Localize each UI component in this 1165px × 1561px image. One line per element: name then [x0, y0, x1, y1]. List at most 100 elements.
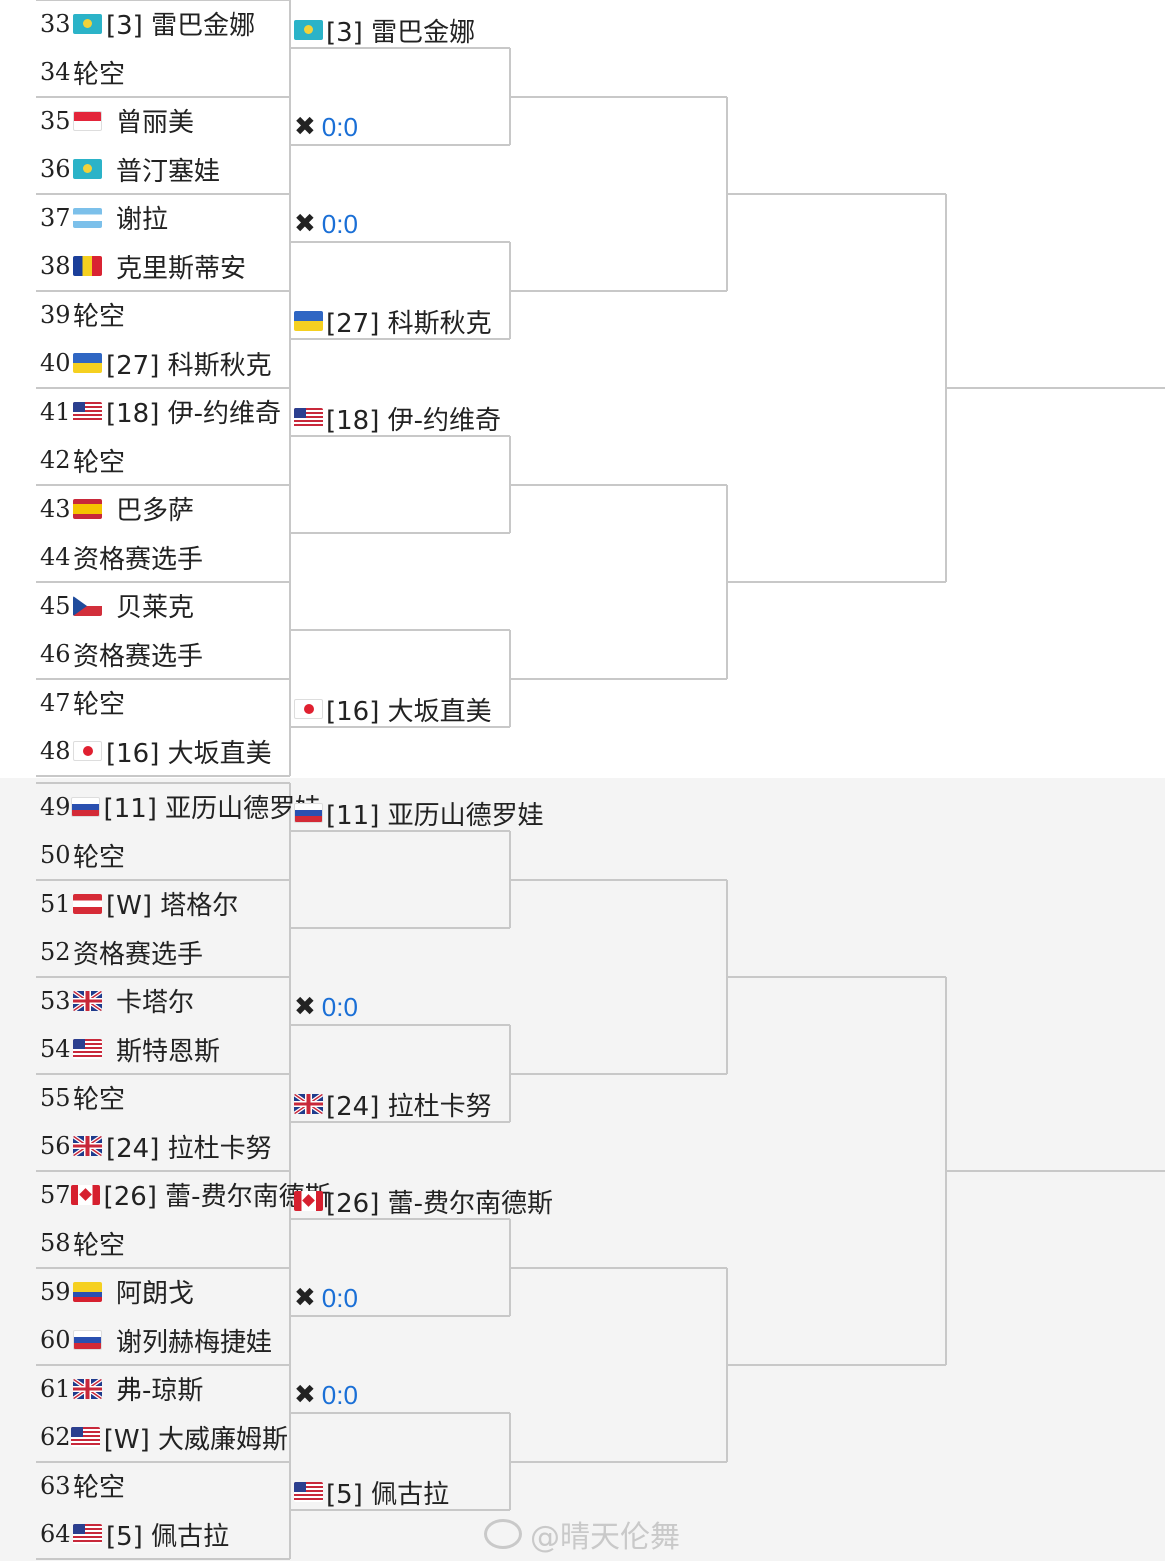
jp-flag-icon: [294, 699, 323, 719]
us-flag-icon: [294, 408, 323, 428]
player-name: [27] 科斯秋克: [326, 308, 492, 339]
draw-position-number: 56: [40, 1132, 71, 1160]
match-score: 0:0: [321, 208, 358, 239]
round2-pending-match[interactable]: ✖0:0: [294, 987, 358, 1027]
draw-position-number: 64: [40, 1520, 71, 1548]
round1-row[interactable]: 62[W] 大威廉姆斯: [36, 1414, 288, 1461]
match-score: 0:0: [321, 111, 358, 142]
es-flag-icon: [73, 498, 102, 519]
round2-entry[interactable]: [3] 雷巴金娜: [294, 10, 475, 50]
round2-entry[interactable]: [24] 拉杜卡努: [294, 1084, 492, 1124]
round2-entry[interactable]: [5] 佩古拉: [294, 1472, 449, 1512]
player-name: [11] 亚历山德罗娃: [103, 794, 322, 824]
draw-position-number: 41: [40, 397, 71, 426]
player-name: [26] 蕾-费尔南德斯: [103, 1182, 331, 1212]
round1-row[interactable]: 37 谢拉: [36, 194, 288, 241]
player-name: 弗-琼斯: [116, 1376, 204, 1406]
player-name: [18] 伊-约维奇: [326, 405, 502, 436]
player-name: 轮空: [73, 1230, 126, 1261]
round2-pending-match[interactable]: ✖0:0: [294, 1278, 358, 1318]
round2-entry[interactable]: [27] 科斯秋克: [294, 301, 492, 341]
draw-position-number: 33: [40, 9, 71, 38]
player-name: [18] 伊-约维奇: [106, 399, 282, 429]
player-name: 斯特恩斯: [116, 1036, 221, 1067]
draw-position-number: 35: [40, 106, 71, 135]
draw-position-number: 39: [40, 300, 71, 329]
round1-row[interactable]: 41 [18] 伊-约维奇: [36, 388, 288, 435]
player-name: 轮空: [73, 59, 126, 90]
at-flag-icon: [73, 893, 102, 914]
draw-position-number: 51: [40, 889, 71, 918]
round2-entry[interactable]: [18] 伊-约维奇: [294, 398, 501, 438]
player-name: 轮空: [73, 1473, 126, 1503]
round2-entry[interactable]: [11] 亚历山德罗娃: [294, 793, 544, 833]
ro-flag-icon: [73, 256, 102, 276]
gb-flag-icon: [73, 990, 102, 1011]
round1-row[interactable]: 48 [16] 大坂直美: [36, 728, 288, 775]
ru-flag-icon: [70, 796, 100, 817]
draw-position-number: 37: [40, 203, 71, 232]
player-name: 谢拉: [116, 205, 169, 235]
round1-row[interactable]: 64[5] 佩古拉: [36, 1511, 288, 1558]
round1-row[interactable]: 33[3] 雷巴金娜: [36, 0, 288, 47]
round2-entry[interactable]: [16] 大坂直美: [294, 689, 492, 729]
player-name: 轮空: [73, 447, 126, 478]
round2-pending-match[interactable]: ✖0:0: [294, 107, 358, 147]
draw-position-number: 36: [40, 155, 71, 183]
draw-position-number: 48: [40, 737, 71, 765]
player-name: [16] 大坂直美: [326, 696, 492, 727]
player-name: 卡塔尔: [116, 988, 195, 1018]
round1-row[interactable]: 49 [11] 亚历山德罗娃: [36, 783, 321, 830]
round2-entry[interactable]: [26] 蕾-费尔南德斯: [294, 1181, 553, 1221]
player-name: [27] 科斯秋克: [106, 350, 272, 381]
tennis-match-icon: ✖: [294, 112, 316, 142]
ca-flag-icon: [294, 1191, 323, 1211]
bracket-bottom-background: [0, 778, 1165, 1561]
player-name: 轮空: [73, 842, 126, 873]
player-name: [16] 大坂直美: [106, 738, 272, 769]
match-score: 0:0: [321, 1379, 358, 1410]
player-name: 谢列赫梅捷娃: [116, 1327, 273, 1358]
draw-position-number: 38: [40, 252, 71, 280]
round1-row[interactable]: 40[27] 科斯秋克: [36, 340, 288, 387]
round1-row[interactable]: 51 [W] 塔格尔: [36, 880, 288, 927]
player-name: [W] 塔格尔: [106, 891, 239, 921]
round1-row[interactable]: 56[24] 拉杜卡努: [36, 1123, 288, 1170]
player-name: [5] 佩古拉: [326, 1479, 450, 1510]
round1-row[interactable]: 36 普汀塞娃: [36, 146, 288, 193]
round1-row[interactable]: 57[26] 蕾-费尔南德斯: [36, 1171, 331, 1218]
draw-position-number: 55: [40, 1083, 71, 1112]
draw-position-number: 52: [40, 938, 71, 966]
round2-pending-match[interactable]: ✖0:0: [294, 204, 358, 244]
gb-flag-icon: [294, 1094, 323, 1114]
player-name: 资格赛选手: [73, 544, 204, 575]
draw-position-number: 50: [40, 841, 71, 869]
player-name: 贝莱克: [116, 593, 195, 623]
draw-position-number: 34: [40, 58, 71, 86]
player-name: 普汀塞娃: [116, 156, 221, 187]
jp-flag-icon: [73, 741, 102, 761]
kz-flag-icon: [294, 20, 323, 40]
draw-position-number: 49: [40, 792, 71, 821]
round2-pending-match[interactable]: ✖0:0: [294, 1375, 358, 1415]
